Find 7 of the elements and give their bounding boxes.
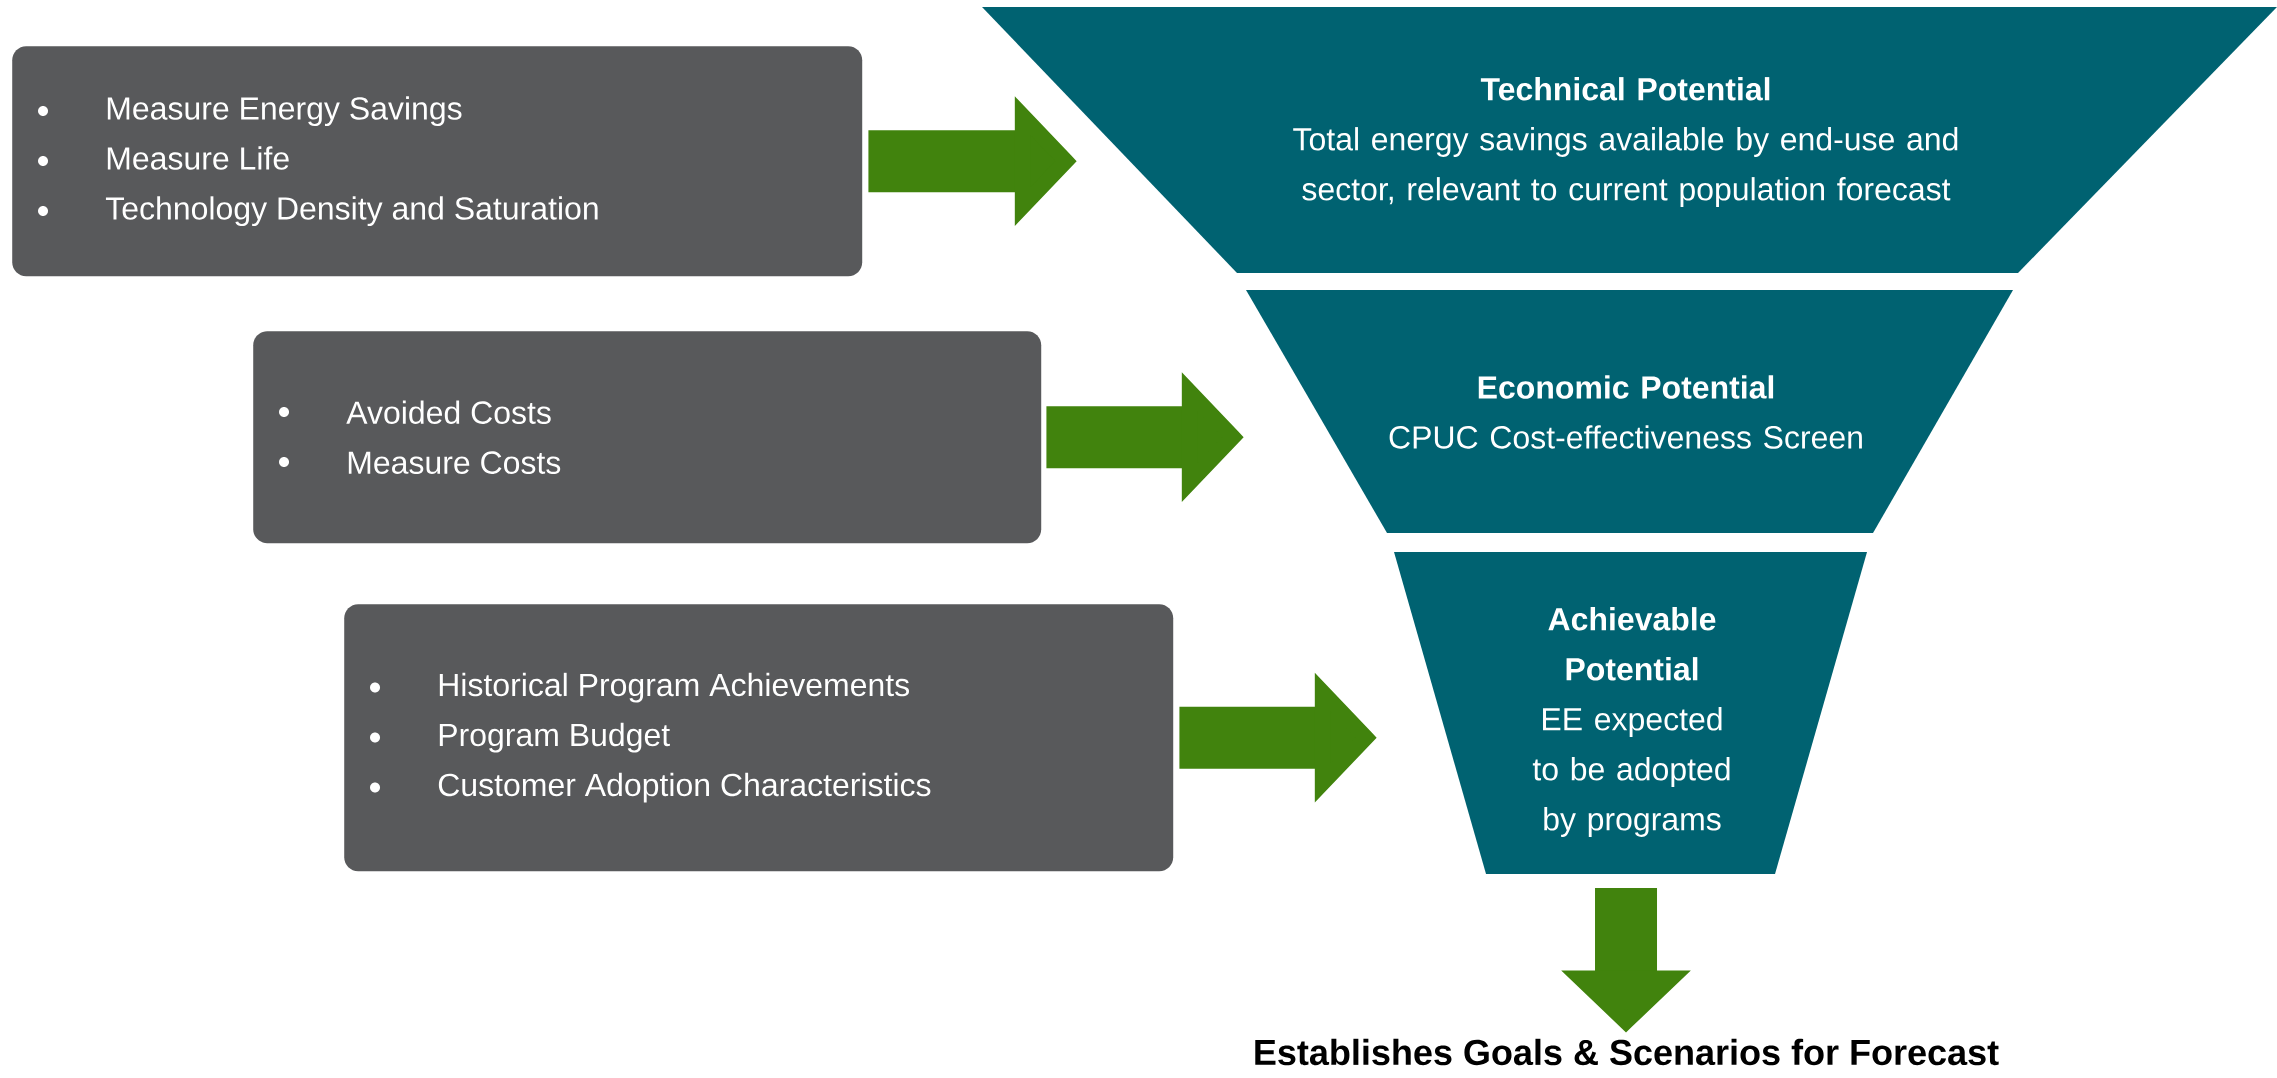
- funnel-stage: Technical Potential Total energy savings available by end-use and sector, relevant to current population forecast: [982, 7, 2277, 273]
- funnel-stage: Economic Potential CPUC Cost-effectiveness Screen: [1246, 290, 2013, 533]
- input-box: Historical Program Achievements Program Budget Customer Adoption Characteristics: [344, 604, 1174, 872]
- funnel-stage: Achievable Potential EE expected to be adopted by programs: [1394, 552, 1867, 874]
- result-text: Establishes Goals & Scenarios for Forecast: [1255, 1038, 1999, 1066]
- input-box: Measure Energy Savings Measure Life Technology Density and Saturation: [12, 46, 863, 277]
- input-box: Avoided Costs Measure Costs: [253, 331, 1042, 544]
